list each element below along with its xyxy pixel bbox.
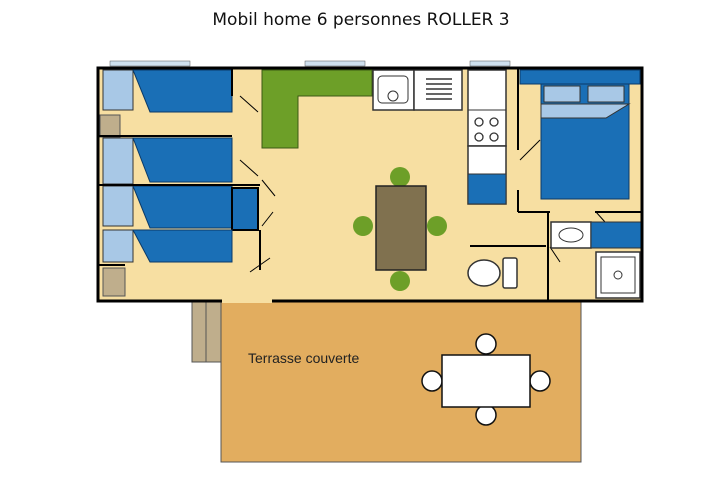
burner [474, 132, 484, 142]
window [109, 60, 191, 67]
interior-walls-left [98, 68, 261, 270]
sink-basin [377, 75, 409, 104]
bathroom [467, 221, 642, 299]
kitchen-counter [261, 69, 373, 149]
terrace-chair [421, 370, 443, 392]
vanity [590, 221, 642, 249]
nightstand [102, 185, 134, 227]
terrace-chair [475, 333, 497, 355]
kitchen [261, 69, 507, 205]
page-title: Mobil home 6 personnes ROLLER 3 [212, 10, 510, 30]
toilet-bowl [467, 259, 501, 287]
outer-walls [96, 66, 644, 303]
terrace-table-set [421, 333, 551, 426]
terrace-chair [475, 404, 497, 426]
door-swings-right [519, 139, 606, 263]
washbasin-bowl [558, 227, 584, 243]
bed [132, 229, 233, 263]
nightstand [102, 137, 134, 185]
bunk-headboard [231, 187, 259, 231]
dining-chair [390, 271, 410, 291]
drainer-lines [426, 78, 452, 100]
dining-chair [390, 167, 410, 187]
dining-table [375, 185, 427, 271]
dining-chair [353, 216, 373, 236]
bed [132, 137, 233, 183]
terrace-table [441, 354, 531, 408]
nightstand [102, 69, 134, 111]
nightstand [102, 229, 134, 263]
pillow [543, 85, 581, 103]
fridge-door [467, 173, 507, 205]
master-headboard [519, 69, 641, 85]
interior-walls-right [470, 68, 642, 300]
terrace-chair [529, 370, 551, 392]
shower-drain [613, 270, 623, 280]
sink-drain [387, 90, 399, 102]
window [469, 60, 511, 67]
burner [489, 132, 499, 142]
twin-bedroom-2 [102, 137, 259, 297]
bed-sheet [540, 103, 631, 119]
cooktop [467, 69, 507, 147]
burner [474, 117, 484, 127]
twin-bedroom-1 [99, 69, 233, 138]
shelf [102, 267, 126, 297]
drainer [413, 69, 463, 111]
window [304, 60, 366, 67]
dining-set [353, 167, 447, 291]
burner [489, 117, 499, 127]
master-bedroom [519, 69, 641, 200]
shower-tray [600, 256, 636, 294]
terrace: Terrasse couverte [191, 299, 582, 463]
shelf [99, 114, 121, 138]
terrace-label: Terrasse couverte [248, 350, 359, 366]
door-swings [239, 95, 276, 273]
bed [132, 69, 233, 113]
bed [132, 185, 233, 229]
master-bed [540, 83, 630, 200]
pillow [587, 85, 625, 103]
toilet-tank [502, 257, 518, 289]
dining-chair [427, 216, 447, 236]
